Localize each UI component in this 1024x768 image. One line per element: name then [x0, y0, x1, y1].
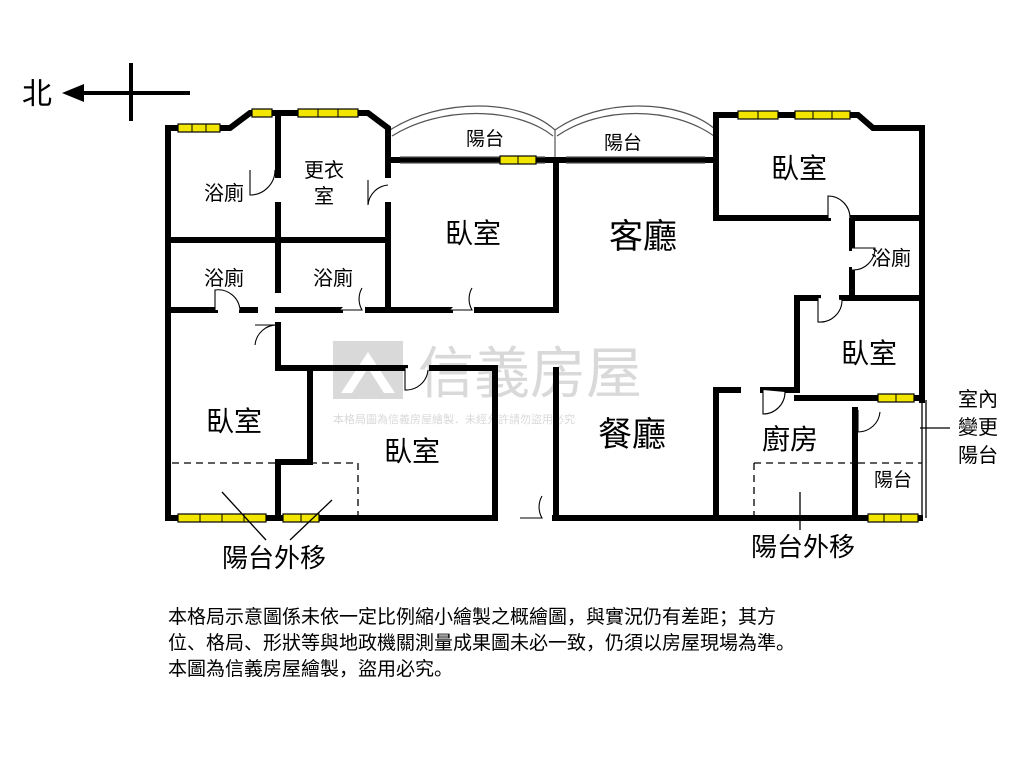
- disclaimer: 本格局示意圖係未依一定比例縮小繪製之概繪圖，與實況仍有差距；其方 位、格局、形狀…: [168, 604, 1008, 682]
- annotation-indoor-change-line1: 室內: [958, 387, 998, 411]
- room-kitchen: 廚房: [762, 423, 818, 456]
- window: [499, 155, 537, 165]
- room-bath-e: 浴廁: [871, 246, 911, 270]
- exterior-walls: [165, 110, 927, 521]
- moved-balcony-zones: [172, 462, 922, 515]
- door-bath-e: [851, 247, 876, 271]
- annotation-indoor-change-line2: 變更: [958, 415, 998, 439]
- annotation-balcony-moved-right: 陽台外移: [751, 533, 855, 563]
- floor-plan: 信義房屋 本格局圖為信義房屋繪製．未經允許請勿盜用必究 北: [22, 63, 998, 574]
- window: [737, 110, 779, 120]
- room-bath-nw: 浴廁: [204, 181, 244, 205]
- windows: [177, 108, 919, 523]
- door-bedroom-nmid: [450, 287, 473, 311]
- annotations: 陽台外移 陽台外移 室內 變更 陽台: [222, 387, 998, 574]
- door-bedroom-sw: [254, 324, 279, 346]
- door-closet: [367, 180, 389, 206]
- window: [867, 513, 919, 523]
- north-arrow-icon: [62, 63, 190, 121]
- room-balcony-top1: 陽台: [466, 128, 504, 150]
- door-bedroom-ne: [827, 195, 851, 219]
- top-balcony-railing: [389, 105, 717, 160]
- room-labels: 浴廁 更衣 室 浴廁 浴廁 臥室 陽台 陽台 客廳 臥室 浴廁 臥室 臥室 臥室…: [204, 128, 912, 491]
- window: [282, 513, 320, 523]
- window: [794, 110, 851, 120]
- window: [297, 108, 359, 118]
- room-bedroom-s: 臥室: [384, 435, 440, 468]
- annotation-balcony-moved-left: 陽台外移: [222, 544, 326, 574]
- door-balcony-se: [857, 410, 881, 433]
- door-bath-w2: [340, 287, 363, 311]
- door-bedroom-e: [817, 298, 843, 323]
- window: [877, 393, 915, 403]
- room-bedroom-sw: 臥室: [206, 405, 262, 438]
- window: [177, 123, 221, 133]
- door-entry: [520, 495, 543, 519]
- room-closet-line2: 室: [314, 184, 334, 208]
- compass-north-label: 北: [22, 77, 52, 112]
- disclaimer-line: 本圖為信義房屋繪製，盜用必究。: [168, 658, 454, 680]
- room-bedroom-nmid: 臥室: [445, 217, 501, 250]
- door-bath-nw: [249, 169, 276, 196]
- room-balcony-se: 陽台: [874, 469, 912, 491]
- room-living: 客廳: [609, 217, 677, 257]
- disclaimer-line: 位、格局、形狀等與地政機關測量成果圖未必一致，仍須以房屋現場為準。: [168, 632, 796, 654]
- watermark: 信義房屋 本格局圖為信義房屋繪製．未經允許請勿盜用必究: [333, 341, 642, 426]
- door-bedroom-s: [404, 368, 429, 391]
- room-bedroom-ne: 臥室: [771, 152, 827, 185]
- watermark-logo-text: 信義房屋: [418, 342, 642, 407]
- room-balcony-top2: 陽台: [604, 132, 642, 154]
- watermark-notice: 本格局圖為信義房屋繪製．未經允許請勿盜用必究: [333, 412, 575, 426]
- doors: [214, 169, 881, 519]
- door-kitchen: [762, 390, 786, 415]
- room-closet-line1: 更衣: [304, 158, 344, 182]
- room-bath-w2: 浴廁: [313, 266, 353, 290]
- disclaimer-line: 本格局示意圖係未依一定比例縮小繪製之概繪圖，與實況仍有差距；其方: [168, 606, 777, 628]
- room-bedroom-e: 臥室: [841, 337, 897, 370]
- room-bath-w1: 浴廁: [204, 266, 244, 290]
- room-dining: 餐廳: [598, 415, 666, 455]
- annotation-indoor-change-line3: 陽台: [958, 443, 998, 467]
- leader-lines: [221, 427, 950, 541]
- interior-walls: [165, 110, 925, 521]
- window: [251, 108, 273, 118]
- window: [177, 513, 267, 523]
- door-bath-w1: [214, 289, 241, 311]
